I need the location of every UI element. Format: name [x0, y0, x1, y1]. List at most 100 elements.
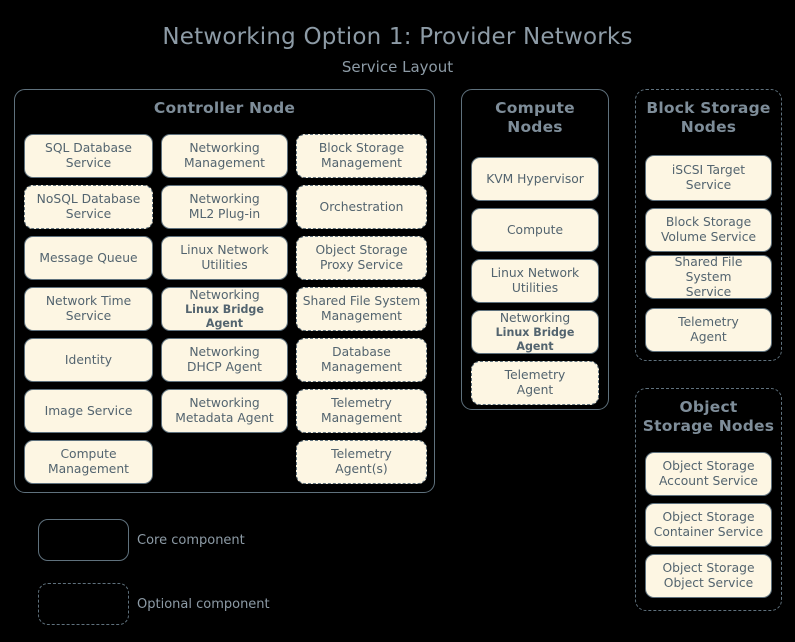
chip-label-line2: Linux Bridge Agent	[185, 302, 264, 330]
legend-optional-swatch	[38, 583, 129, 625]
chip-label-line1: KVM Hypervisor	[486, 171, 584, 186]
chip-label-line1: Telemetry	[331, 396, 392, 410]
chip-label-line2: Proxy Service	[319, 258, 404, 272]
chip-label-line2: Management	[320, 156, 402, 170]
chip-label-line1: Network Time	[45, 294, 132, 308]
block-storage-nodes-group[interactable]: Block Storage Nodes	[635, 89, 782, 361]
compute-item-2-chip[interactable]: Compute	[471, 208, 599, 252]
controller-node-group[interactable]: Controller Node	[14, 89, 435, 493]
chip-label-line1: Object Storage	[315, 243, 408, 257]
chip-label-line1: SQL Database	[45, 141, 132, 155]
block-storage-title-line2: Nodes	[680, 117, 737, 136]
controller-node-title: Controller Node	[153, 99, 296, 117]
chip-label-line1: Object Storage	[662, 561, 755, 575]
chip-label-line2: Agent(s)	[335, 462, 388, 476]
chip-label-line2: Utilities	[511, 281, 559, 295]
chip-label-line2: Volume Service	[660, 230, 757, 244]
object-storage-title-line2: Storage Nodes	[642, 416, 775, 435]
controller-col3-row2-chip[interactable]: Orchestration	[296, 185, 427, 229]
chip-label-line1: Linux Network	[180, 243, 269, 257]
chip-label-line2: Account Service	[658, 474, 758, 488]
chip-label-line2: Service	[65, 156, 112, 170]
chip-label-line1: Block Storage	[318, 141, 405, 155]
chip-label-line1: Telemetry	[678, 315, 739, 329]
chip-label-line1: Shared File System	[674, 254, 743, 284]
chip-label-line1: Shared File System	[302, 294, 421, 308]
chip-label-line2: Container Service	[653, 525, 764, 539]
chip-label-line2: Management	[320, 411, 402, 425]
compute-item-1-chip[interactable]: KVM Hypervisor	[471, 157, 599, 201]
chip-label-line1: Message Queue	[39, 250, 138, 265]
chip-label-line2: Utilities	[201, 258, 248, 272]
legend-core-label: Core component	[137, 533, 245, 548]
chip-label-line2: Management	[320, 360, 402, 374]
chip-label-line1: Compute	[60, 447, 117, 461]
chip-label-line1: Database	[332, 345, 391, 359]
object-storage-nodes-title: Object Storage Nodes	[636, 389, 781, 438]
legend-core-swatch	[38, 519, 129, 561]
chip-label-line1: Identity	[64, 352, 113, 367]
chip-label-line2: Management	[47, 462, 129, 476]
compute-nodes-group[interactable]: Compute Nodes	[461, 89, 609, 410]
chip-label-line1: Networking	[189, 345, 260, 359]
object-storage-nodes-group[interactable]: Object Storage Nodes	[635, 388, 782, 611]
chip-label-line1: Networking	[189, 192, 260, 206]
chip-label-line2: Service	[685, 178, 732, 192]
chip-label-line2: Service	[65, 207, 112, 221]
chip-label-line2: Service	[685, 284, 732, 299]
chip-label-line1: Networking	[189, 287, 260, 302]
chip-label-line2: DHCP Agent	[186, 360, 263, 374]
chip-label-line1: Linux Network	[490, 266, 580, 280]
chip-label-line1: Orchestration	[319, 199, 404, 214]
chip-label-line2: Object Service	[663, 576, 754, 590]
controller-col1-row6-chip[interactable]: Image Service	[24, 389, 153, 433]
chip-label-line1: Object Storage	[662, 510, 755, 524]
chip-label-line1: Image Service	[44, 403, 133, 418]
chip-label-line1: Compute	[506, 222, 564, 237]
controller-col1-row3-chip[interactable]: Message Queue	[24, 236, 153, 280]
chip-label-line2: Management	[183, 156, 265, 170]
chip-label-line1: Networking	[189, 396, 260, 410]
page-title: Networking Option 1: Provider Networks	[162, 24, 633, 50]
chip-label-line2: Management	[320, 309, 402, 323]
compute-nodes-title-line1: Compute	[495, 99, 575, 117]
chip-label-line1: Telemetry	[504, 368, 566, 382]
chip-label-line2: Linux Bridge Agent	[495, 325, 575, 353]
chip-label-line1: Object Storage	[662, 459, 755, 473]
chip-label-line2: Agent	[516, 383, 554, 397]
chip-label-line2: Service	[65, 309, 112, 323]
chip-label-line1: NoSQL Database	[36, 192, 141, 206]
compute-nodes-title-line2: Nodes	[507, 117, 563, 136]
chip-label-line2: Agent	[690, 330, 727, 344]
controller-col1-row5-chip[interactable]: Identity	[24, 338, 153, 382]
page-subtitle: Service Layout	[341, 58, 454, 77]
chip-label-line1: Block Storage	[665, 215, 752, 229]
